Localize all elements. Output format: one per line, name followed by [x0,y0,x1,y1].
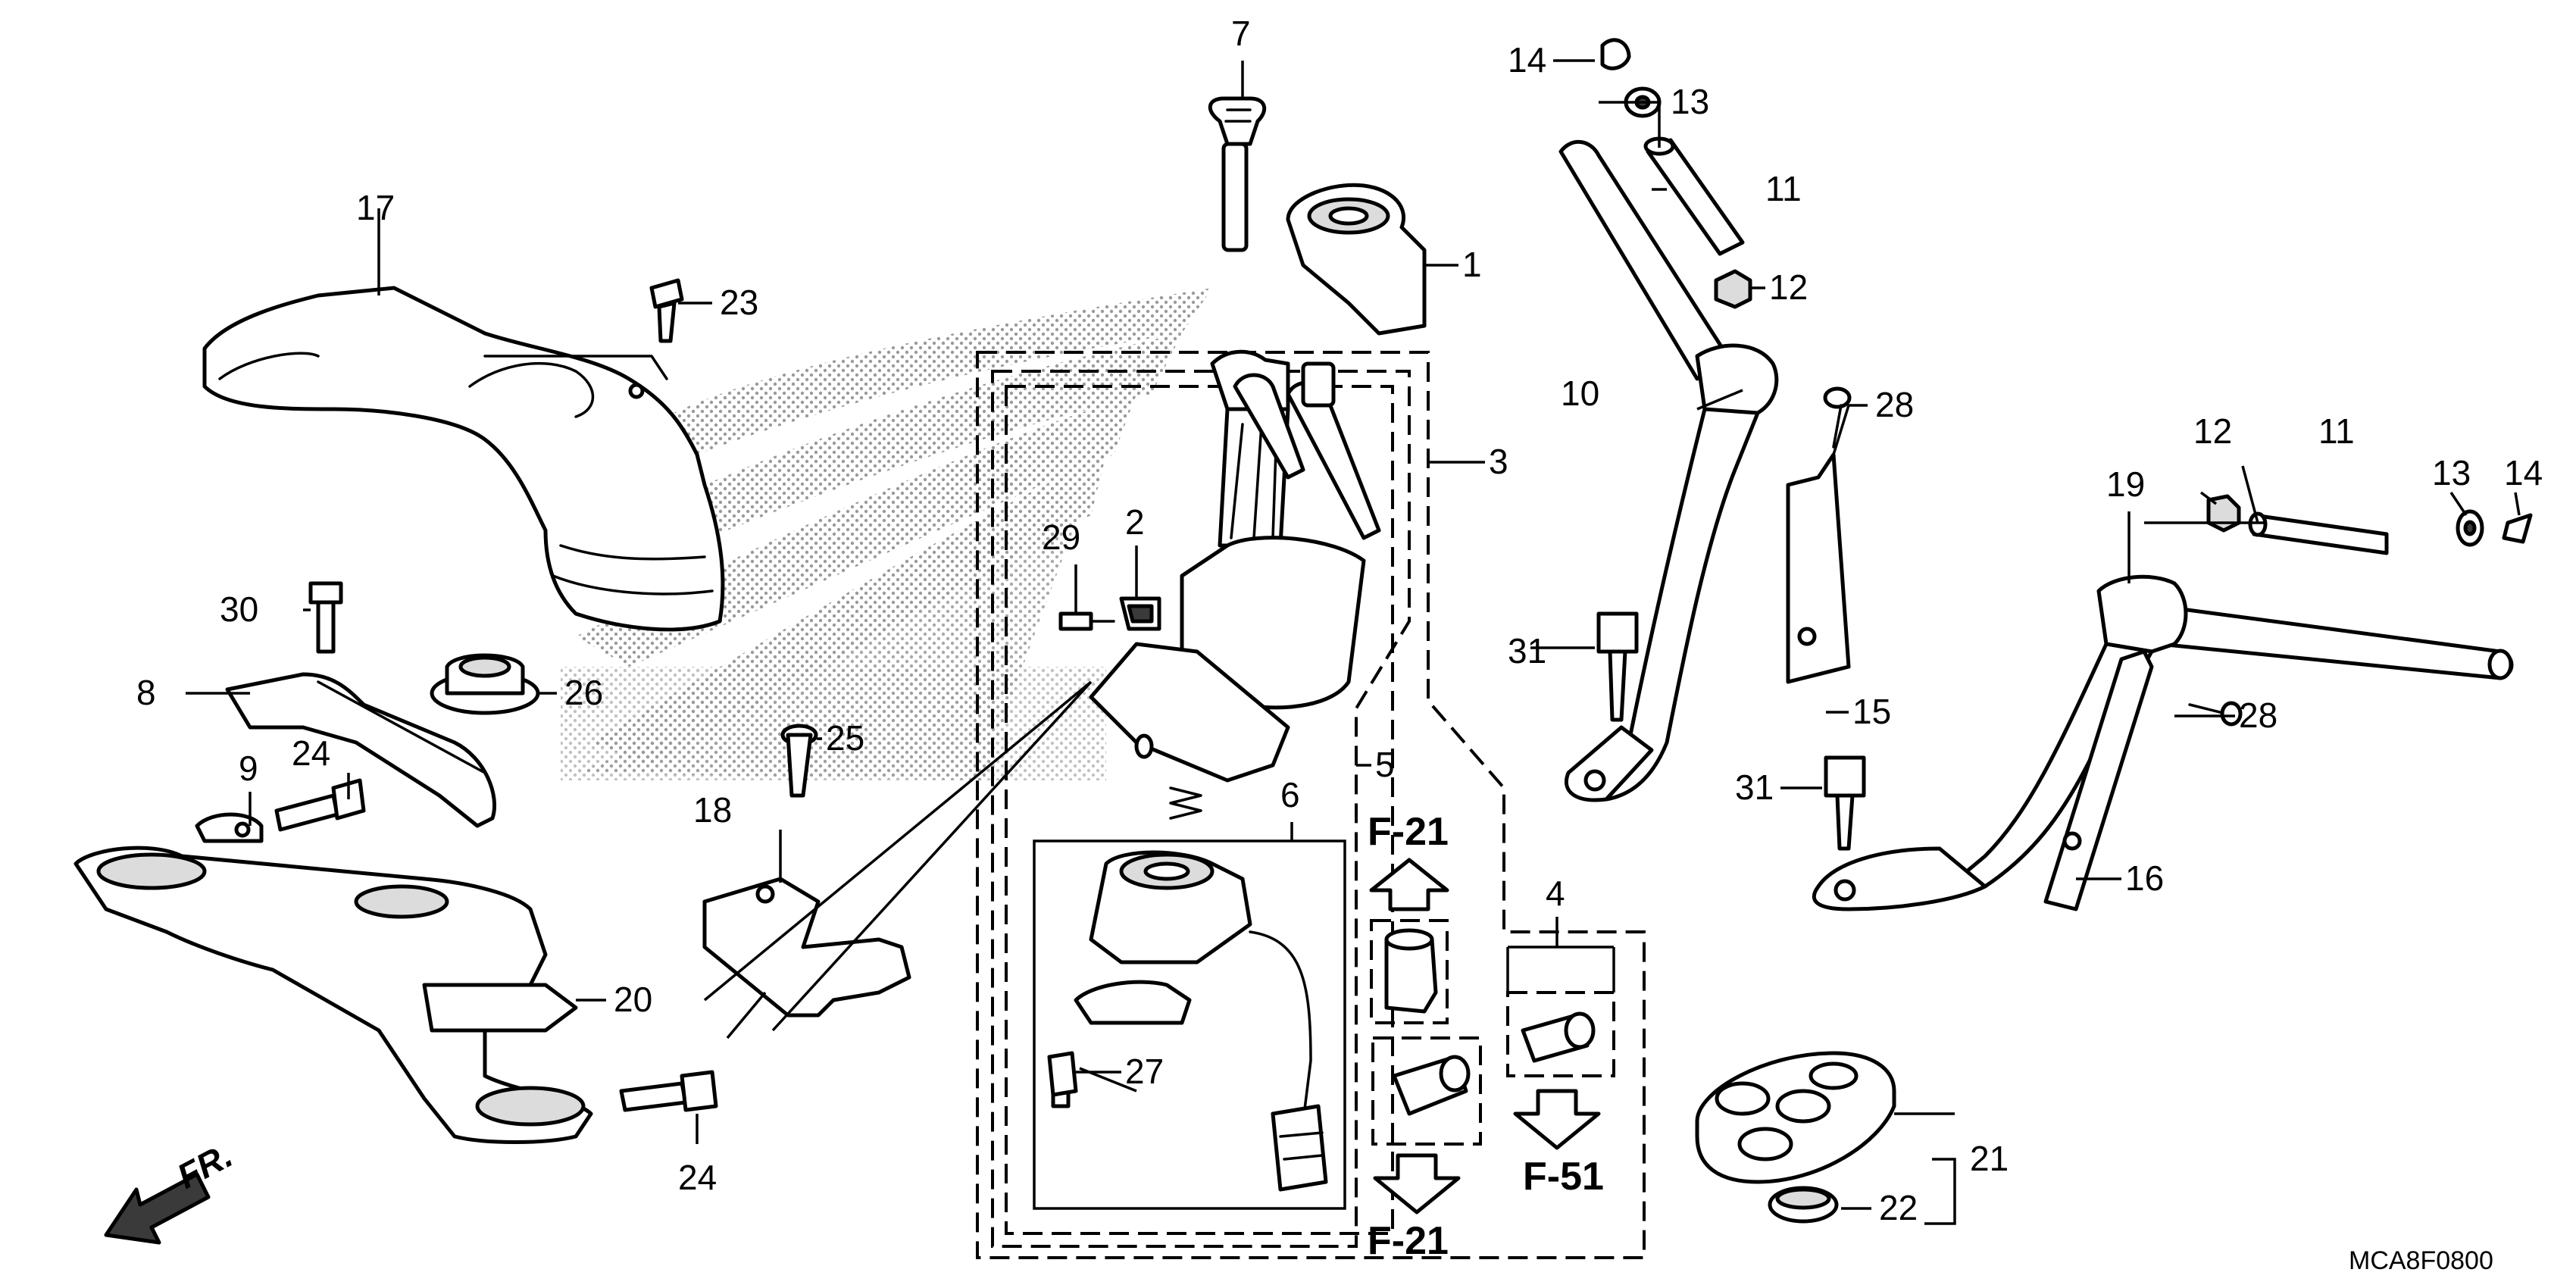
part-31-bolt-left [1596,611,1639,722]
label-11-right: 11 [2318,411,2355,451]
part-7-key [1208,96,1267,252]
part-28-screw-left [1823,386,1852,449]
label-24-upper: 24 [292,733,330,773]
subbox-f21-lower [1371,1036,1482,1146]
part-16-strip [2043,649,2154,911]
assembly-box-3 [976,351,1646,1259]
part-3-ignition-switch [1089,349,1381,820]
part-20-triple-clamp [73,846,593,1144]
part-24-bolt-upper [274,778,366,832]
label-27: 27 [1125,1052,1164,1091]
label-23: 23 [720,283,758,322]
label-17: 17 [356,188,395,227]
part-22-battery [1768,1186,1839,1224]
label-31-right: 31 [1735,767,1774,807]
ref-f21-upper: F-21 [1368,810,1449,854]
label-29: 29 [1042,517,1080,557]
label-13-right: 13 [2432,453,2471,492]
label-24-lower: 24 [678,1158,717,1197]
part-17-cover [202,286,725,632]
label-2: 2 [1125,502,1145,542]
assembly-box-6 [1033,839,1346,1210]
subbox-4 [1506,991,1615,1077]
arrow-f21-upper [1369,858,1449,911]
part-6-sensor-assembly [1051,850,1328,1192]
part-15-strip [1786,452,1851,684]
leader-lines [186,59,2521,1225]
part-24-bolt-lower [619,1070,718,1112]
label-5: 5 [1375,745,1395,784]
part-30-bolt [308,581,343,654]
ref-f51: F-51 [1523,1155,1604,1199]
front-direction-arrow [104,1172,211,1245]
diagram-code: MCA8F0800 [2349,1246,2493,1275]
label-18: 18 [693,790,732,830]
part-25-bolt [780,724,818,798]
part-31-bolt-right [1824,755,1866,851]
part-labels: 7 1 3 2 29 6 5 4 27 14 13 11 12 10 28 31… [136,14,2543,1227]
part-14-clip-right [2502,513,2533,544]
label-8: 8 [136,673,156,712]
part-9-plate [195,812,264,843]
label-30: 30 [220,589,258,629]
part-23-screw [649,278,684,343]
part-12-nut-upper [1714,269,1752,309]
part-10-left-handle [1558,139,1779,802]
part-11-bolt-right [2248,511,2389,555]
label-12-right: 12 [2193,411,2232,451]
part-26-grommet [430,653,540,715]
label-10: 10 [1561,374,1599,413]
label-25: 25 [826,718,864,758]
part-f21-upper-cylinder [1384,928,1438,1014]
label-28-right: 28 [2239,696,2277,735]
label-7: 7 [1231,14,1251,53]
part-8-bracket [225,672,497,828]
part-21-remote [1695,1051,1896,1184]
watermark [561,288,1212,780]
part-13-washer-right [2456,509,2484,547]
label-11-upper: 11 [1765,169,1802,208]
label-6: 6 [1280,775,1300,814]
subbox-f21-upper [1370,919,1449,1024]
assembly-box-inner [1005,385,1394,1235]
label-19: 19 [2106,464,2145,504]
part-4-cylinder [1521,1011,1596,1063]
arrow-f21-lower [1373,1153,1461,1215]
assembly-box-5 [991,370,1411,1248]
label-15: 15 [1852,692,1891,731]
part-1-ignition-cover [1286,183,1427,336]
part-f21-lower-cylinder [1392,1055,1471,1116]
part-29-screw [1058,611,1115,631]
label-12-upper: 12 [1769,267,1808,307]
label-26: 26 [564,673,603,712]
part-27-screw [1047,1051,1078,1097]
label-28-left: 28 [1875,385,1914,424]
label-1: 1 [1462,245,1482,284]
part-28-screw-right [2188,701,2243,727]
label-21: 21 [1970,1139,2009,1178]
label-16: 16 [2125,858,2164,898]
ref-f21-lower: F-21 [1368,1219,1449,1263]
part-2-lock-tab [1119,596,1161,631]
part-19-right-handle [1812,574,2514,911]
label-4: 4 [1546,874,1565,913]
arrow-f51 [1513,1089,1601,1150]
label-3: 3 [1489,442,1508,481]
label-9: 9 [239,749,258,788]
part-11-bolt-upper [1643,136,1745,256]
part-14-clip-upper [1600,38,1631,70]
assembly-boxes [976,351,1646,1259]
label-14-right: 14 [2504,453,2543,492]
label-13-upper: 13 [1671,82,1709,121]
label-14-upper: 14 [1508,40,1546,80]
label-20: 20 [614,980,652,1019]
label-22: 22 [1879,1188,1918,1227]
label-31-left: 31 [1508,631,1546,671]
